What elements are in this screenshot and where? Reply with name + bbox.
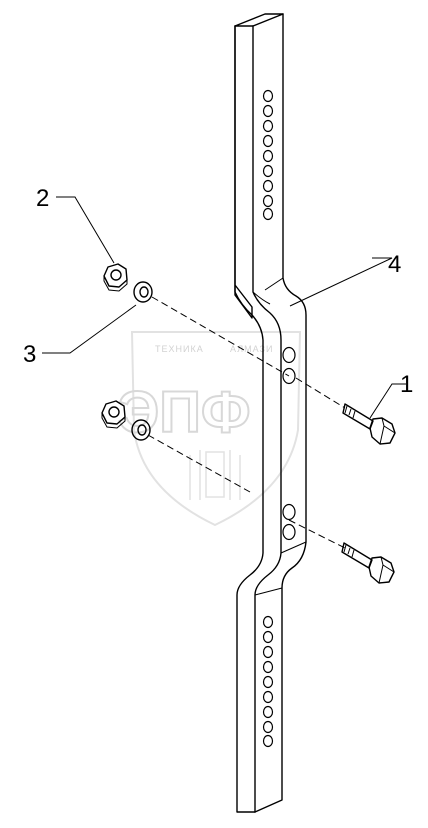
bolt-upper xyxy=(342,403,396,445)
nut-upper xyxy=(103,263,128,292)
bar-part-4 xyxy=(234,13,307,813)
nut-lower xyxy=(101,400,126,429)
watermark-logo: ЭПФ xyxy=(118,380,250,445)
callout-label-2: 2 xyxy=(36,185,49,212)
washer-lower xyxy=(131,419,151,441)
callout-label-4: 4 xyxy=(388,251,401,278)
watermark: ТЕХНИКА АЛМАЗИ ЭПФ xyxy=(117,331,302,527)
callout-leaders xyxy=(42,196,406,419)
middle-holes xyxy=(282,346,296,541)
lower-hole-row xyxy=(262,615,274,748)
watermark-text-right: АЛМАЗИ xyxy=(230,344,273,354)
watermark-text-left: ТЕХНИКА xyxy=(155,344,204,354)
watermark-shield xyxy=(130,331,302,527)
callout-label-1: 1 xyxy=(400,371,413,398)
washer-upper xyxy=(133,281,153,303)
assembly-lines xyxy=(147,296,346,549)
watermark-wheat-icon xyxy=(189,450,241,500)
callout-label-3: 3 xyxy=(23,341,36,368)
bolt-lower xyxy=(341,542,395,584)
upper-hole-row xyxy=(262,89,274,221)
